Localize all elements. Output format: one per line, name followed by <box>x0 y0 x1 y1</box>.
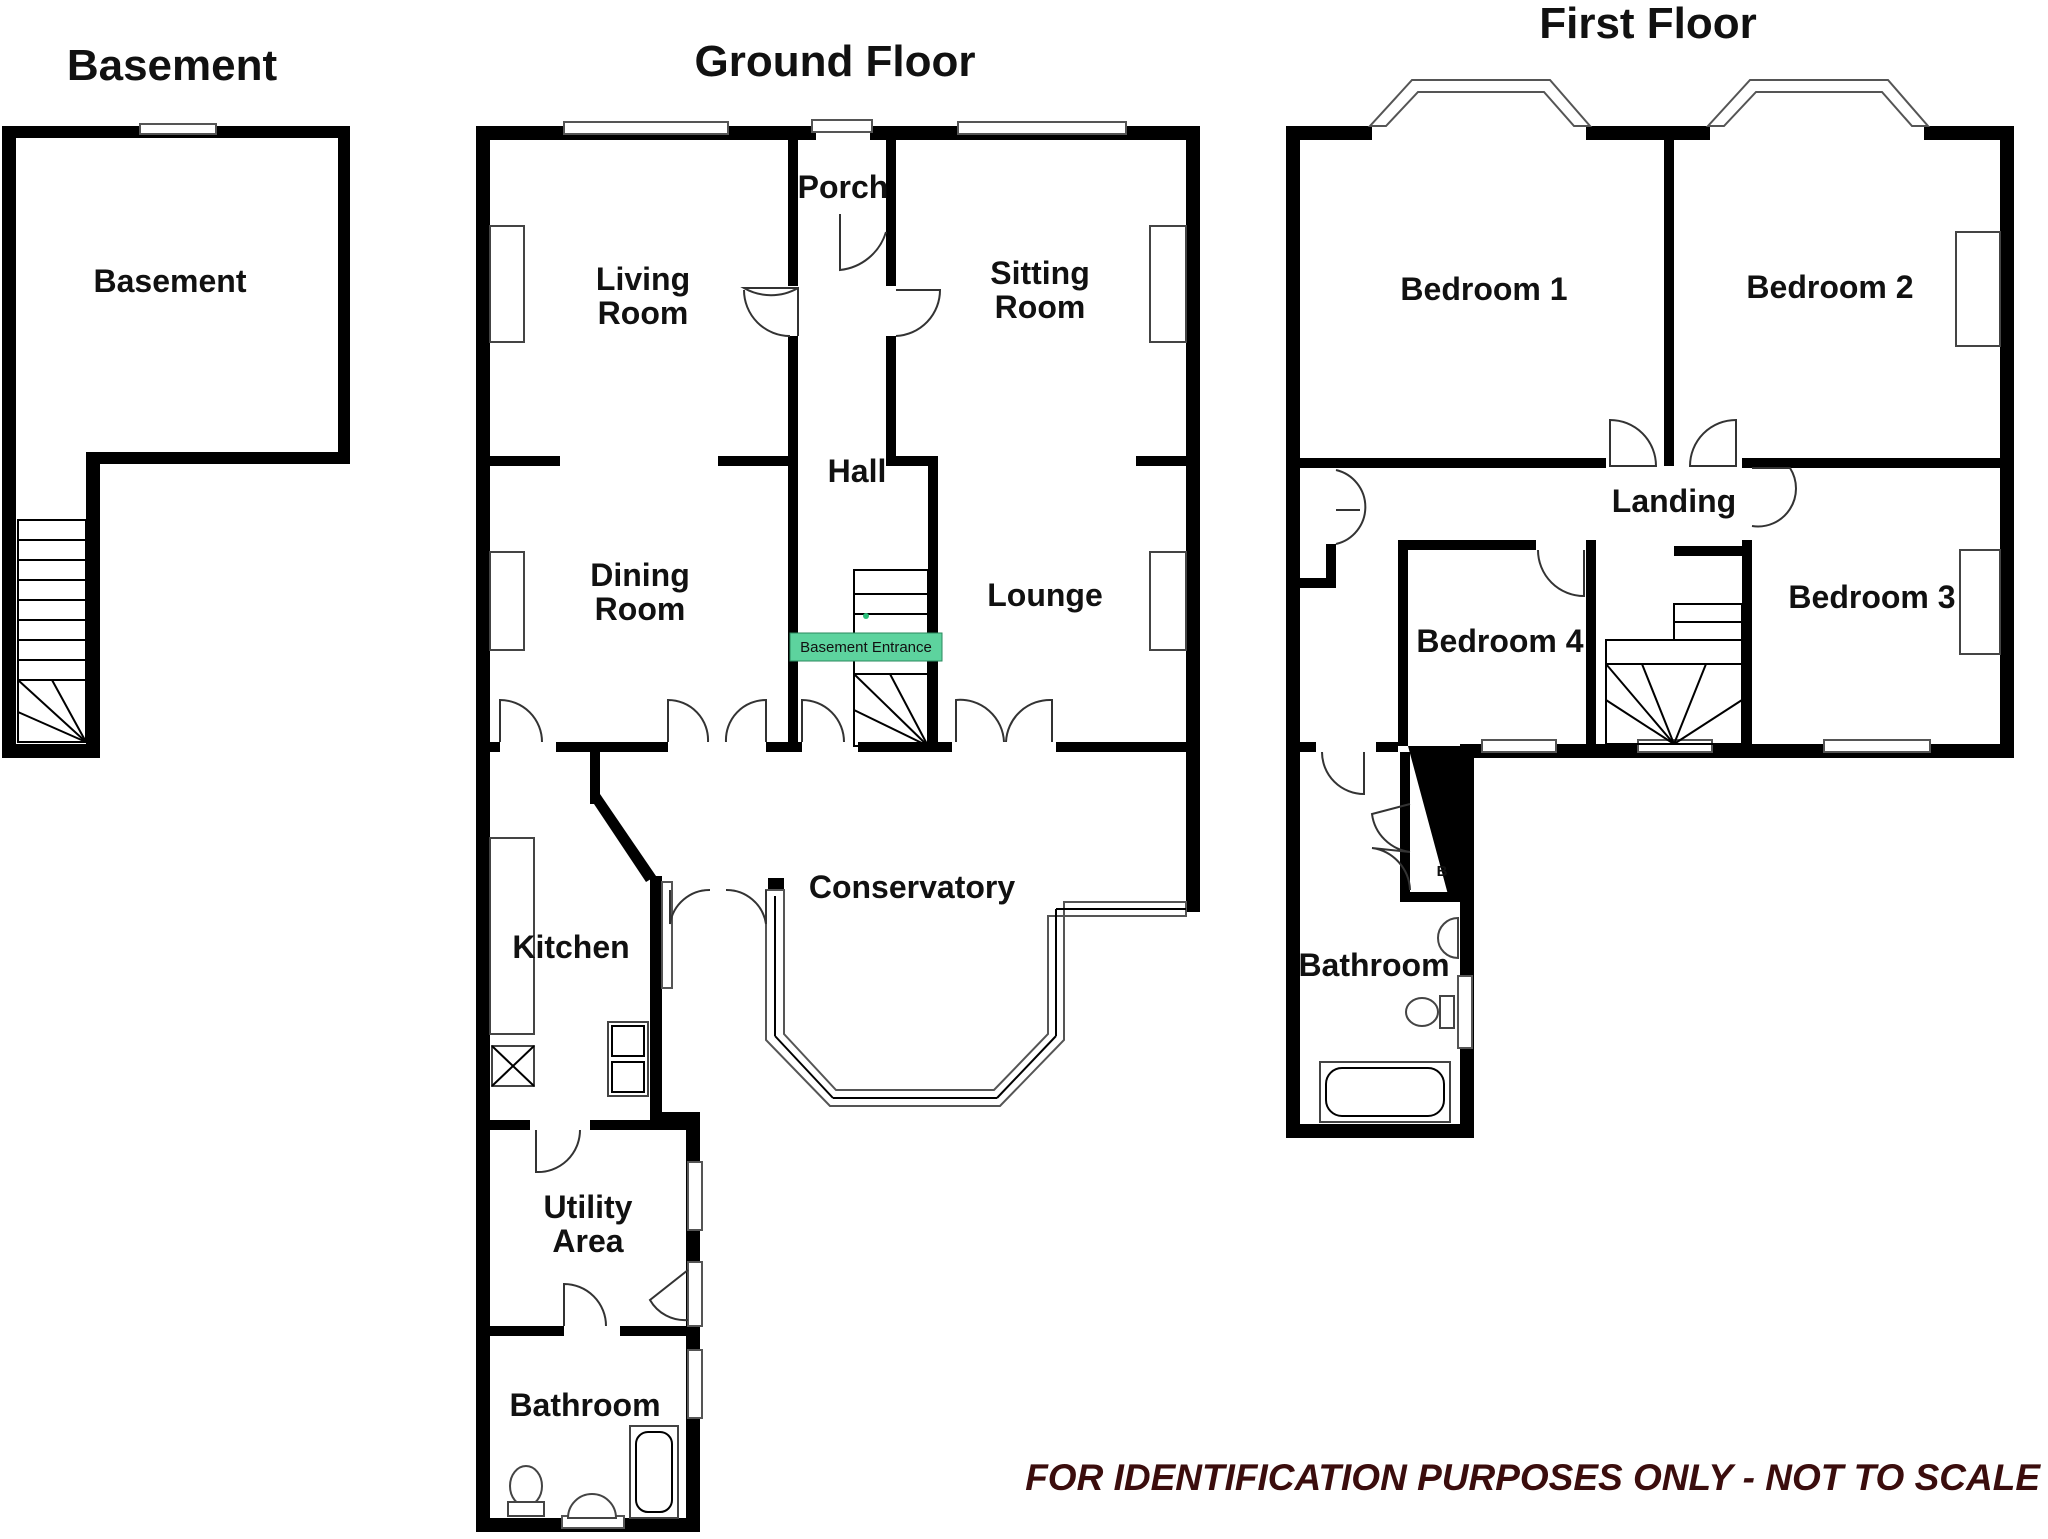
room-lounge: Lounge <box>987 577 1103 613</box>
ff-bathroom-window <box>1457 975 1473 1049</box>
room-living-line2: Room <box>598 295 689 331</box>
room-bedroom3: Bedroom 3 <box>1788 579 1955 615</box>
room-sitting-line1: Sitting <box>990 255 1090 291</box>
room-dining-line1: Dining <box>590 557 690 593</box>
room-dining-line2: Room <box>595 591 686 627</box>
room-bedroom4: Bedroom 4 <box>1416 623 1583 659</box>
room-ff-bathroom: Bathroom <box>1298 947 1449 983</box>
room-utility-line1: Utility <box>544 1189 633 1225</box>
bedroom4-window <box>1481 739 1557 753</box>
basement-stairs <box>17 519 87 743</box>
sitting-fireplace <box>1149 225 1187 343</box>
first-floor-plan <box>1286 79 2014 1138</box>
lounge-fireplace <box>1149 551 1187 651</box>
basement-entrance-label: Basement Entrance <box>800 639 932 656</box>
gf-bathroom-fittings <box>507 1425 679 1519</box>
living-window <box>563 121 729 135</box>
conservatory-bay <box>765 889 1187 1107</box>
room-hall: Hall <box>828 453 887 489</box>
landing-stairs <box>1605 603 1743 745</box>
sitting-window <box>957 121 1127 135</box>
first-floor-title: First Floor <box>1539 0 1757 48</box>
bedroom3-fireplace <box>1959 549 2001 655</box>
ground-floor-doors <box>499 214 1053 1327</box>
room-porch: Porch <box>798 169 889 205</box>
kitchen-window <box>661 881 673 989</box>
room-sitting-line2: Room <box>995 289 1086 325</box>
disclaimer-note: FOR IDENTIFICATION PURPOSES ONLY - NOT T… <box>1025 1457 2041 1498</box>
basement-entrance-tag[interactable]: Basement Entrance <box>789 632 943 662</box>
bedroom3-window <box>1823 739 1931 753</box>
bedroom2-fireplace <box>1955 231 2001 347</box>
basement-plan <box>2 123 350 758</box>
room-living-line1: Living <box>596 261 690 297</box>
room-basement: Basement <box>94 263 247 299</box>
room-bedroom2: Bedroom 2 <box>1746 269 1913 305</box>
utility-door-frame <box>687 1261 703 1327</box>
room-utility-line2: Area <box>552 1223 623 1259</box>
hall-stairs <box>853 569 929 747</box>
basement-window <box>139 123 217 135</box>
ground-floor-title: Ground Floor <box>694 37 975 86</box>
dining-fireplace <box>489 551 525 651</box>
room-bedroom1: Bedroom 1 <box>1400 271 1567 307</box>
basement-title: Basement <box>67 41 278 90</box>
living-fireplace <box>489 225 525 343</box>
ff-bathroom-fittings <box>1319 916 1459 1123</box>
ground-floor-plan <box>476 119 1200 1532</box>
first-floor-doors <box>1321 418 1797 891</box>
room-conservatory: Conservatory <box>809 869 1016 905</box>
boiler-label: B <box>1437 863 1448 880</box>
gf-bathroom-window <box>687 1349 703 1419</box>
utility-window <box>687 1161 703 1231</box>
porch-door-frame <box>811 119 873 133</box>
room-landing: Landing <box>1612 483 1736 519</box>
room-kitchen: Kitchen <box>512 929 629 965</box>
room-gf-bathroom: Bathroom <box>509 1387 660 1423</box>
first-floor-bays <box>1367 79 1931 127</box>
kitchen-fittings <box>489 837 649 1097</box>
